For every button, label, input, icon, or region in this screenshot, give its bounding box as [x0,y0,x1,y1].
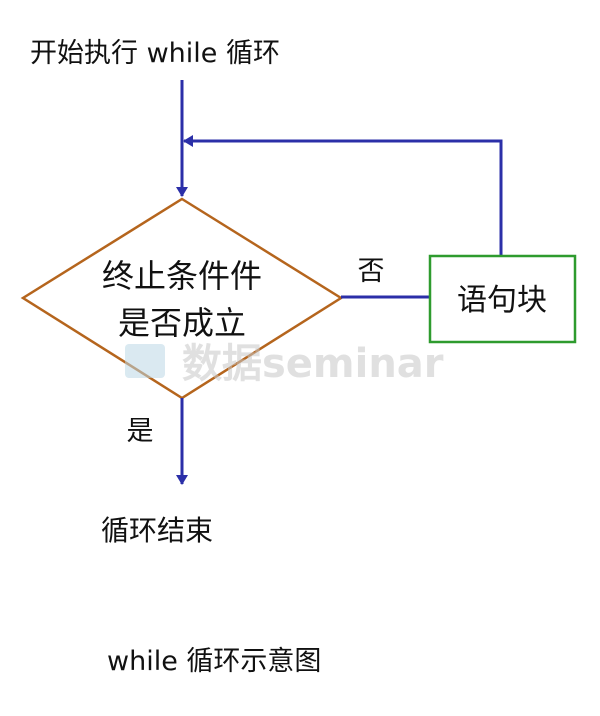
watermark: 数据seminar [125,341,444,387]
loop-back-arrow [183,135,503,255]
watermark-logo-icon [125,344,165,378]
diagram-caption: while 循环示意图 [107,646,321,677]
end-label: 循环结束 [101,514,213,547]
yes-label: 是 [127,416,154,447]
condition-line-2: 是否成立 [118,304,246,342]
start-label: 开始执行 while 循环 [30,38,280,69]
statement-block [428,254,577,344]
no-label: 否 [358,256,385,287]
statement-block-label: 语句块 [457,283,547,318]
watermark-text: 数据seminar [182,341,444,387]
condition-line-1: 终止条件件 [102,257,262,295]
